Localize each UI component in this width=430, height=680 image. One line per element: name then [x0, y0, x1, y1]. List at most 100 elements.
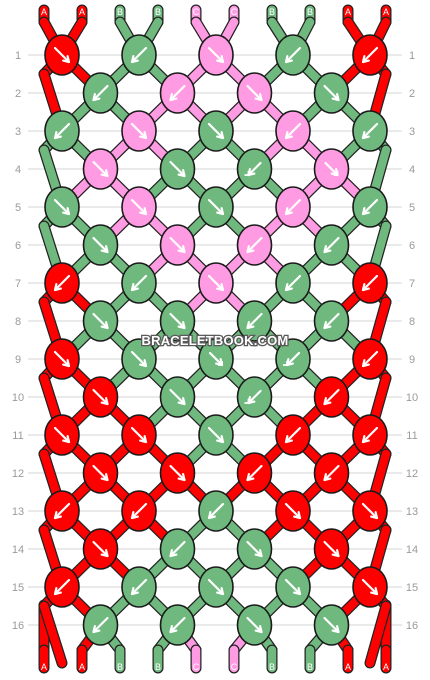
knot: [198, 34, 234, 76]
strand-label-top: C: [231, 7, 238, 17]
backward-arrow-icon: [244, 389, 262, 405]
strand-label-top: A: [345, 7, 351, 17]
knot: [121, 414, 157, 456]
knot: [159, 604, 196, 646]
forward-arrow-icon: [169, 616, 186, 634]
forward-arrow-icon: [53, 502, 71, 520]
strand-label-top: B: [155, 7, 161, 17]
forward-arrow-icon: [323, 540, 340, 558]
forward-arrow-icon: [246, 84, 263, 102]
knot: [82, 604, 119, 646]
row-label-left: 16: [12, 620, 24, 632]
forward-arrow-icon: [130, 46, 148, 64]
forward-arrow-icon: [92, 312, 109, 330]
row-label-left: 3: [15, 126, 21, 138]
forward-arrow-icon: [284, 274, 302, 292]
knot: [198, 490, 234, 532]
forward-arrow-icon: [323, 388, 340, 406]
knot: [352, 566, 388, 608]
knot: [121, 566, 157, 608]
knot: [313, 376, 350, 418]
knot: [198, 414, 234, 456]
knot: [236, 224, 273, 266]
knot: [352, 490, 388, 532]
knot: [159, 224, 196, 266]
forward-arrow-icon: [53, 274, 71, 292]
knot-grid: [44, 34, 388, 646]
row-label-right: 15: [406, 582, 418, 594]
knot: [159, 300, 196, 342]
row-label-left: 12: [12, 468, 24, 480]
knot: [82, 300, 119, 342]
forward-arrow-icon: [130, 198, 148, 216]
knot: [275, 338, 311, 380]
knot: [198, 186, 234, 228]
backward-arrow-icon: [283, 351, 301, 367]
knot: [352, 186, 388, 228]
forward-arrow-icon: [207, 122, 225, 140]
forward-arrow-icon: [361, 578, 379, 596]
knot: [352, 34, 388, 76]
forward-arrow-icon: [92, 464, 109, 482]
row-label-right: 1: [409, 50, 415, 62]
knot: [121, 34, 157, 76]
forward-arrow-icon: [92, 84, 109, 102]
forward-arrow-icon: [284, 46, 302, 64]
forward-arrow-icon: [53, 122, 71, 140]
knot: [352, 338, 388, 380]
knot: [198, 262, 234, 304]
forward-arrow-icon: [207, 426, 225, 444]
forward-arrow-icon: [361, 350, 379, 368]
backward-arrow-icon: [324, 161, 339, 177]
forward-arrow-icon: [361, 198, 379, 216]
strand-label-bottom: A: [345, 662, 351, 672]
knot: [236, 72, 273, 114]
forward-arrow-icon: [323, 236, 340, 254]
knot: [313, 604, 350, 646]
knot: [275, 262, 311, 304]
forward-arrow-icon: [361, 274, 379, 292]
strand-label-top: A: [41, 7, 47, 17]
forward-arrow-icon: [53, 578, 71, 596]
knot: [121, 490, 157, 532]
forward-arrow-icon: [323, 616, 340, 634]
knot: [159, 452, 196, 494]
forward-arrow-icon: [361, 502, 379, 520]
row-label-left: 8: [15, 316, 21, 328]
forward-arrow-icon: [130, 578, 148, 596]
forward-arrow-icon: [207, 46, 225, 64]
forward-arrow-icon: [53, 46, 71, 64]
strand-label-bottom: A: [79, 662, 85, 672]
row-label-left: 5: [15, 202, 21, 214]
forward-arrow-icon: [207, 502, 225, 520]
row-label-left: 9: [15, 354, 21, 366]
knot: [44, 110, 80, 152]
knot: [198, 338, 234, 380]
knot: [313, 452, 350, 494]
forward-arrow-icon: [207, 198, 225, 216]
row-label-left: 13: [12, 506, 24, 518]
knot: [121, 262, 157, 304]
row-label-right: 12: [406, 468, 418, 480]
knot: [159, 528, 196, 570]
knot: [236, 376, 273, 418]
row-label-right: 2: [409, 88, 415, 100]
forward-arrow-icon: [53, 426, 71, 444]
knot: [159, 72, 196, 114]
knot: [44, 414, 80, 456]
forward-arrow-icon: [323, 312, 340, 330]
row-label-left: 10: [12, 392, 24, 404]
forward-arrow-icon: [361, 122, 379, 140]
forward-arrow-icon: [130, 502, 148, 520]
knot: [313, 224, 350, 266]
forward-arrow-icon: [207, 578, 225, 596]
forward-arrow-icon: [207, 274, 225, 292]
knot: [82, 528, 119, 570]
knot: [82, 376, 119, 418]
strand-label-top: C: [193, 7, 200, 17]
row-label-left: 1: [15, 50, 21, 62]
knot: [313, 300, 350, 342]
forward-arrow-icon: [169, 236, 186, 254]
knot: [198, 110, 234, 152]
row-label-left: 11: [12, 430, 23, 442]
